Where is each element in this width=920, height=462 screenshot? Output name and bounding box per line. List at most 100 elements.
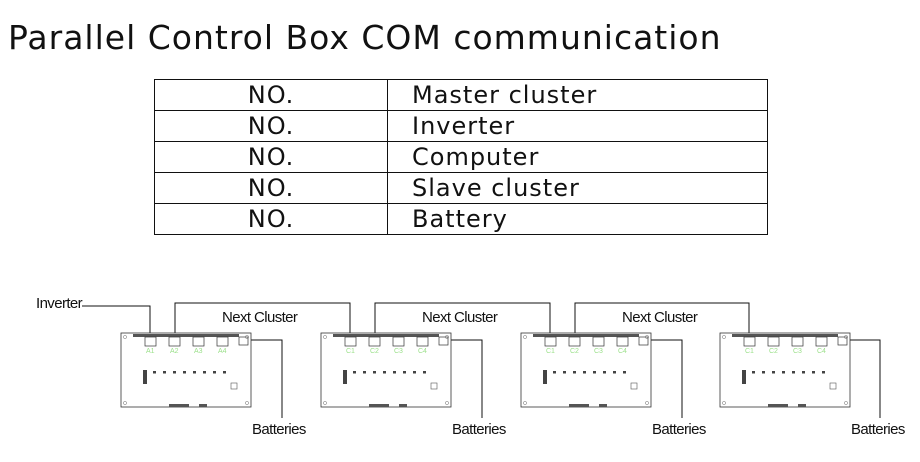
component-dot — [393, 371, 396, 374]
component-dot — [153, 371, 156, 374]
port-socket — [568, 336, 581, 347]
batteries-wire — [250, 339, 283, 418]
mounting-hole — [722, 401, 726, 405]
port-label: C2 — [769, 348, 778, 355]
port-socket — [791, 336, 804, 347]
port-socket — [216, 336, 229, 347]
port-socket — [743, 336, 756, 347]
component-dot — [812, 371, 815, 374]
component-dot — [623, 371, 626, 374]
board-header-strip — [333, 334, 439, 337]
component-dot — [553, 371, 556, 374]
port-socket — [392, 336, 405, 347]
board-bottom-strip — [768, 404, 788, 407]
board-bottom-strip — [798, 404, 806, 407]
component-dot — [163, 371, 166, 374]
component-dot — [573, 371, 576, 374]
port-label: C3 — [793, 348, 802, 355]
port-label: A4 — [218, 348, 227, 355]
legend-row: NO. Battery — [154, 203, 768, 235]
port-socket — [616, 336, 629, 347]
mounting-hole — [445, 401, 449, 405]
board-header-strip — [133, 334, 239, 337]
component-dot — [752, 371, 755, 374]
port-label: A3 — [194, 348, 203, 355]
component-dot — [613, 371, 616, 374]
next-cluster-label: Next Cluster — [622, 309, 698, 326]
mounting-hole — [722, 335, 726, 339]
cluster-link-wire — [574, 302, 750, 336]
port-label: C4 — [418, 348, 427, 355]
component-square — [230, 382, 238, 390]
component-dot — [383, 371, 386, 374]
port-socket — [416, 336, 429, 347]
component-dot — [213, 371, 216, 374]
port-label: C1 — [346, 348, 355, 355]
component-dot — [822, 371, 825, 374]
component-block — [343, 370, 347, 384]
batteries-label: Batteries — [252, 421, 306, 438]
cluster-link-wire — [174, 302, 351, 336]
port-socket — [368, 336, 381, 347]
board-header-strip — [533, 334, 639, 337]
component-dot — [363, 371, 366, 374]
port-socket — [144, 336, 157, 347]
component-dot — [762, 371, 765, 374]
component-block — [543, 370, 547, 384]
legend-no: NO. — [154, 110, 388, 142]
legend-no: NO. — [154, 79, 388, 111]
board-outline — [320, 332, 452, 408]
legend-label: Slave cluster — [387, 172, 768, 204]
component-dot — [583, 371, 586, 374]
component-dot — [802, 371, 805, 374]
component-dot — [193, 371, 196, 374]
port-label: A2 — [170, 348, 179, 355]
port-socket — [192, 336, 205, 347]
legend-no: NO. — [154, 203, 388, 235]
board-bottom-strip — [369, 404, 389, 407]
component-square — [430, 382, 438, 390]
legend-no: NO. — [154, 141, 388, 173]
batteries-label: Batteries — [452, 421, 506, 438]
port-socket — [767, 336, 780, 347]
legend-table: NO. Master cluster NO. Inverter NO. Comp… — [154, 79, 768, 235]
component-block — [742, 370, 746, 384]
legend-label: Battery — [387, 203, 768, 235]
component-dot — [603, 371, 606, 374]
port-label: C1 — [745, 348, 754, 355]
component-dot — [563, 371, 566, 374]
port-socket — [592, 336, 605, 347]
legend-row: NO. Slave cluster — [154, 172, 768, 204]
port-socket — [344, 336, 357, 347]
mounting-hole — [245, 335, 249, 339]
board-outline — [520, 332, 652, 408]
mounting-hole — [645, 401, 649, 405]
port-label: C2 — [370, 348, 379, 355]
board-header-strip — [732, 334, 838, 337]
board-outline — [120, 332, 252, 408]
inverter-wire — [82, 305, 151, 336]
component-dot — [353, 371, 356, 374]
legend-row: NO. Computer — [154, 141, 768, 173]
port-socket — [815, 336, 828, 347]
port-label: C3 — [594, 348, 603, 355]
side-connector — [837, 336, 848, 346]
connection-lines — [82, 302, 881, 418]
mounting-hole — [645, 335, 649, 339]
batteries-label: Batteries — [652, 421, 706, 438]
side-connector — [238, 336, 249, 346]
port-socket — [168, 336, 181, 347]
component-dot — [183, 371, 186, 374]
port-label: C1 — [546, 348, 555, 355]
board-bottom-strip — [599, 404, 607, 407]
legend-label: Computer — [387, 141, 768, 173]
component-dot — [223, 371, 226, 374]
mounting-hole — [445, 335, 449, 339]
batteries-wire — [650, 339, 683, 418]
side-connector — [638, 336, 649, 346]
component-square — [829, 382, 837, 390]
cluster-link-wire — [374, 302, 551, 336]
